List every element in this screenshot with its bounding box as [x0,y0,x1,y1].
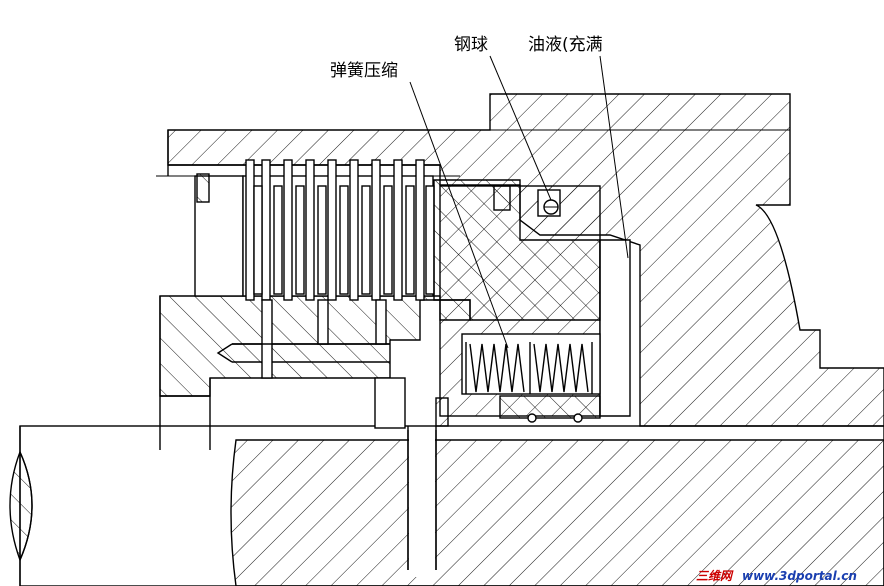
shaft [9,425,884,586]
end-plate [196,173,210,203]
retainer [493,185,511,211]
steel-ball [537,189,561,217]
friction-disc-pack [242,159,435,301]
watermark-cn: 三维网 [696,569,734,583]
label-oil-filled: 油液(充满 [528,35,603,55]
return-springs [461,333,601,423]
watermark: 三维网 www.3dportal.cn [696,569,857,583]
watermark-url: www.3dportal.cn [742,569,857,583]
snap-ring [435,397,449,427]
leader-lines [409,55,629,349]
oil-passages [216,299,390,379]
label-spring-compressed: 弹簧压缩 [330,61,398,81]
label-steel-ball: 钢球 [454,35,488,55]
piston [433,179,601,321]
